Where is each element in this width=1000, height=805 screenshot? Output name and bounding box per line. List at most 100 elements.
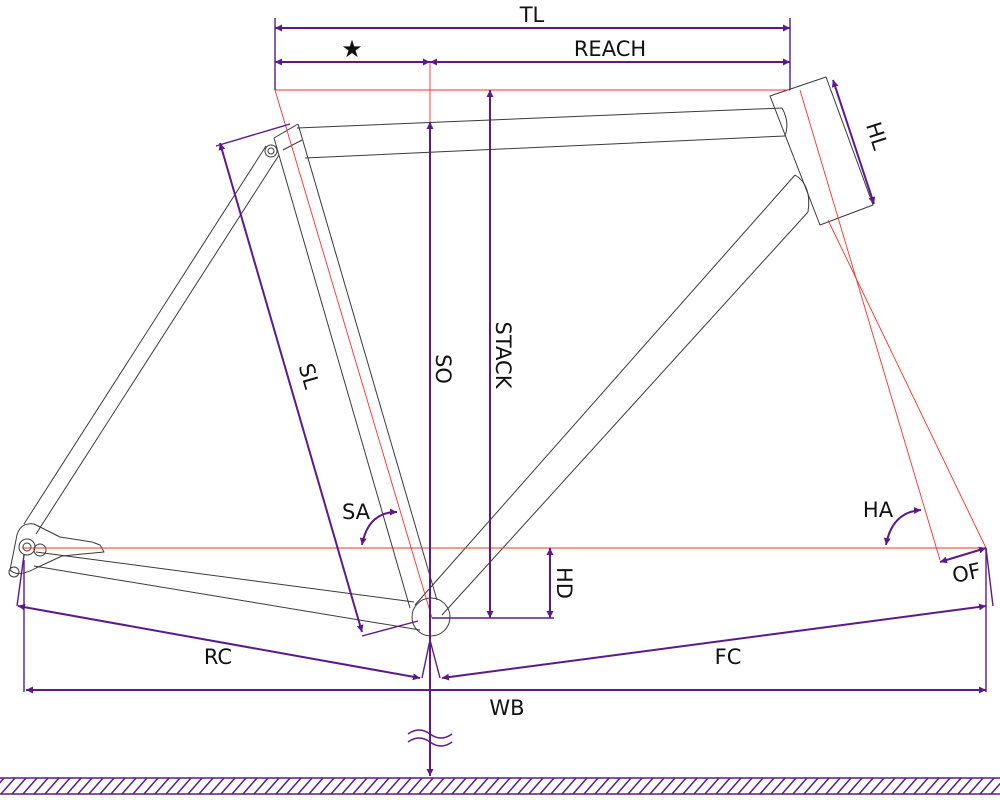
ground-hatch-line <box>429 777 445 795</box>
ground-hatch-line <box>858 777 874 795</box>
ground-hatch-line <box>682 777 698 795</box>
ground-hatch-line <box>814 777 830 795</box>
ground-hatch-line <box>726 777 742 795</box>
ground-hatch-line <box>594 777 610 795</box>
ground-hatch-line <box>220 777 236 795</box>
ground-hatch-line <box>715 777 731 795</box>
ground-hatch-line <box>440 777 456 795</box>
ground-hatch-line <box>121 777 137 795</box>
label-sl: SL <box>294 361 324 392</box>
ground-hatch-line <box>231 777 247 795</box>
dim-fc <box>441 603 987 681</box>
ground-hatch-line <box>209 777 225 795</box>
ground-hatch-line <box>176 777 192 795</box>
ground-hatch-line <box>341 777 357 795</box>
down-tube-joint <box>794 174 810 213</box>
ground-hatch-line <box>550 777 566 795</box>
ground-hatch-line <box>572 777 588 795</box>
ground-hatch-line <box>539 777 555 795</box>
rear-axle-inner <box>22 542 32 552</box>
label-hd: HD <box>552 567 576 599</box>
ground-hatch-line <box>990 782 1000 795</box>
dim-sl <box>218 142 364 633</box>
rear-dropout <box>9 523 105 574</box>
ground-hatch-line <box>363 777 379 795</box>
ground-hatch-line <box>33 777 49 795</box>
ground-hatch-line <box>462 777 478 795</box>
ground-hatch-line <box>506 777 522 795</box>
label-hl: HL <box>861 119 892 153</box>
ground-hatch-line <box>88 777 104 795</box>
ext-rear-wedge <box>16 554 25 607</box>
label-tl: TL <box>519 3 545 27</box>
ground-hatch-line <box>957 777 973 795</box>
head-tube <box>769 76 874 226</box>
ground-hatch-line <box>66 777 82 795</box>
ground-hatch-line <box>385 777 401 795</box>
ground-hatch-line <box>528 777 544 795</box>
ground-hatch-line <box>154 777 170 795</box>
ground-hatch-line <box>759 777 775 795</box>
label-ha: HA <box>863 498 894 522</box>
ground-hatch-line <box>22 777 38 795</box>
ground-hatch-line <box>242 777 258 795</box>
ground-hatch-line <box>781 777 797 795</box>
seat-stay <box>23 145 280 535</box>
ground-hatch-line <box>253 777 269 795</box>
ground-hatch-line <box>396 777 412 795</box>
label-wb: WB <box>489 696 524 720</box>
ground-hatch-line <box>297 777 313 795</box>
ground-hatch-line <box>264 777 280 795</box>
seat-stay-bolt <box>264 144 278 158</box>
dim-rc <box>17 603 421 681</box>
ground-hatch-line <box>902 777 918 795</box>
ref-fork-line <box>827 219 987 549</box>
ground-hatch-line <box>0 777 5 784</box>
ground-hatch-line <box>638 777 654 795</box>
ground-hatch-line <box>110 777 126 795</box>
ground-hatch-line <box>693 777 709 795</box>
ground-hatch-line <box>704 777 720 795</box>
dim-of <box>939 546 987 564</box>
ground-hatch-line <box>132 777 148 795</box>
dim-hl <box>831 79 876 205</box>
labels: TL ★ REACH HL SL SO STACK SA HA HD OF RC… <box>204 3 983 720</box>
ground-hatch-line <box>352 777 368 795</box>
label-so: SO <box>431 354 455 384</box>
ground-hatch-line <box>495 777 511 795</box>
ground-hatch-line <box>671 777 687 795</box>
ground-hatch-line <box>517 777 533 795</box>
ground-hatch-line <box>869 777 885 795</box>
ground-hatch-line <box>968 777 984 795</box>
ground-hatch-line <box>275 777 291 795</box>
ground-hatch-line <box>913 777 929 795</box>
ref-seat-axis <box>274 89 433 619</box>
ground-hatch-line <box>165 777 181 795</box>
ground-hatch-line <box>836 777 852 795</box>
ground-hatch-line <box>660 777 676 795</box>
ground-hatch-line <box>473 777 489 795</box>
ground-hatch-line <box>187 777 203 795</box>
dim-sa-arc <box>359 508 398 546</box>
label-star: ★ <box>341 35 363 63</box>
ground-hatch-line <box>748 777 764 795</box>
label-fc: FC <box>715 645 742 669</box>
rear-dropout-screw <box>8 566 20 578</box>
ground-hatching <box>0 777 1000 795</box>
ext-front-wedge <box>985 547 994 607</box>
label-sa: SA <box>342 500 371 524</box>
ground-hatch-line <box>616 777 632 795</box>
down-tube <box>414 174 809 616</box>
label-reach: REACH <box>574 37 646 61</box>
ground-hatch-line <box>770 777 786 795</box>
rear-dropout-bolt <box>33 543 47 557</box>
ground-hatch-line <box>583 777 599 795</box>
ground-hatch-line <box>946 777 962 795</box>
ground-hatch-line <box>0 777 16 795</box>
ground-hatch-line <box>308 777 324 795</box>
ground-hatch-line <box>737 777 753 795</box>
ref-steering-axis <box>799 89 941 561</box>
top-tube-joint <box>781 107 788 137</box>
break-mark <box>407 729 453 747</box>
